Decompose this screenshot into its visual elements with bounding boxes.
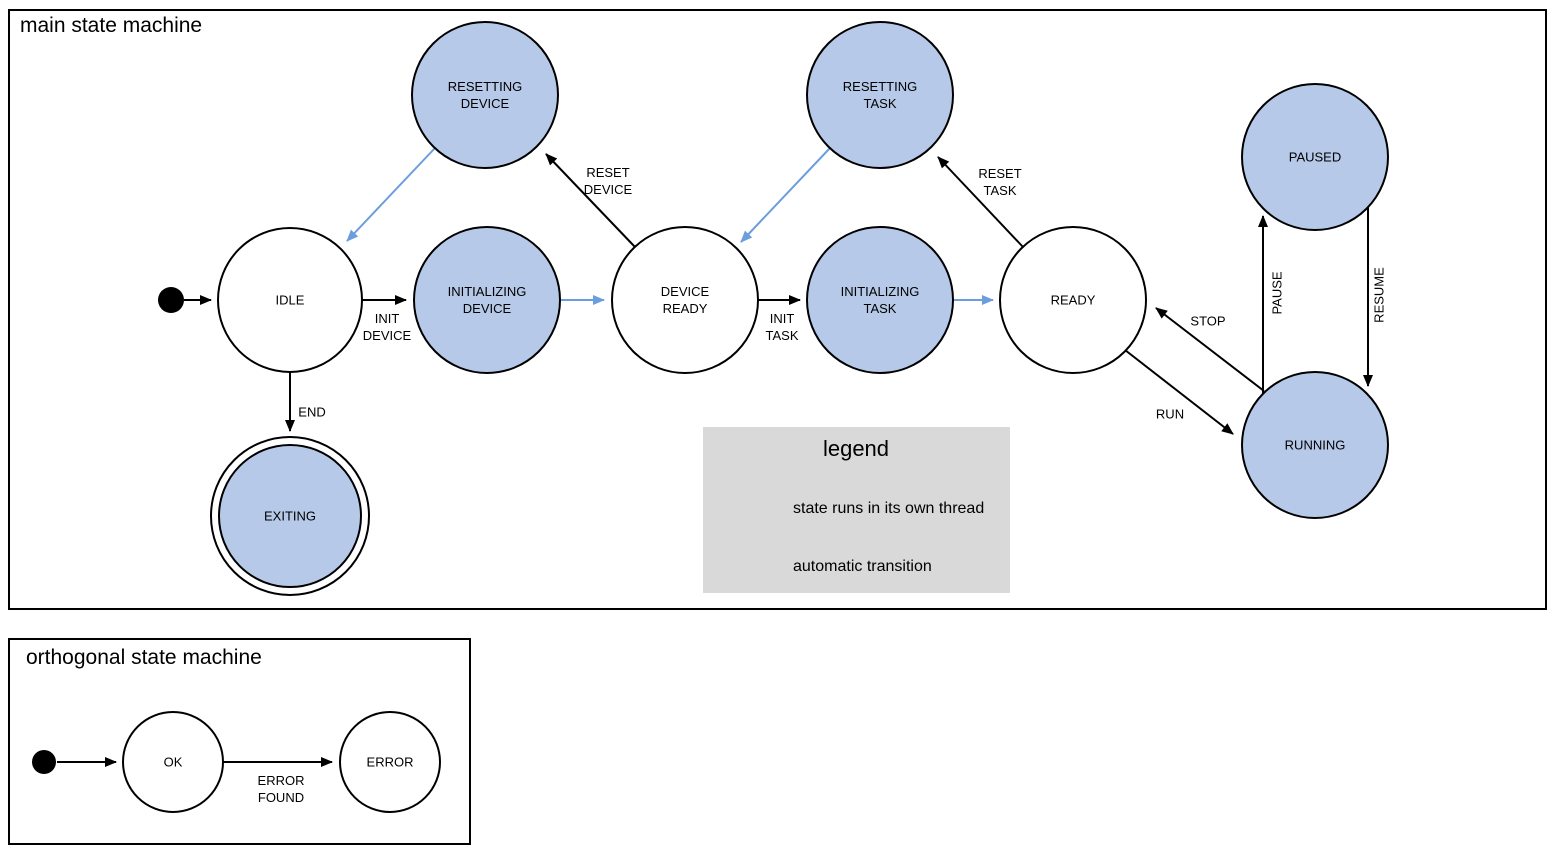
state-circle-ok [122,711,224,813]
state-circle-paused [1241,83,1389,231]
orthogonal-initial-state-dot [32,750,56,774]
state-circle-resetting-task [806,21,954,169]
legend-threaded-state-text: state runs in its own thread [793,500,985,517]
state-label-ok: OK [163,754,183,770]
transition-label-run: RUN [1155,406,1185,422]
legend-box [703,427,1010,593]
state-circle-error [339,711,441,813]
transition-label-stop: STOP [1190,313,1226,329]
state-circle-ready [999,226,1147,374]
state-label-initializing-device: INITIALIZING DEVICE [447,284,527,316]
state-circle-idle [217,227,363,373]
state-circle-resetting-device [411,21,559,169]
transition-running-ready [1155,307,1265,392]
transition-ready-running [1124,349,1234,435]
transition-resetting-device-idle [346,147,436,242]
initial-state-dot [158,287,184,313]
state-circle-exiting [218,444,362,588]
transition-label-resume: RESUME [1371,267,1387,323]
orthogonal-state-machine-title: orthogonal state machine [26,646,262,669]
state-label-running: RUNNING [1284,437,1346,453]
transition-label-error-found: ERROR FOUND [257,773,305,805]
state-circle-initializing-task [806,226,954,374]
orthogonal-state-machine-frame [8,638,471,845]
transition-label-reset-task: RESET TASK [978,166,1022,198]
state-label-device-ready: DEVICE READY [660,284,710,316]
transition-resetting-task-device-ready [740,147,831,243]
state-label-paused: PAUSED [1288,149,1342,165]
transition-ready-resetting-task [937,156,1024,248]
state-label-ready: READY [1050,292,1096,308]
legend-automatic-transition-text: automatic transition [793,558,932,575]
transition-device-ready-resetting-device [545,153,636,248]
legend-title: legend [822,436,890,461]
state-label-idle: IDLE [275,292,305,308]
state-circle-running [1241,371,1389,519]
transition-label-end: END [298,404,326,420]
transition-label-pause: PAUSE [1269,271,1285,315]
transition-label-init-task: INIT TASK [765,311,799,343]
state-label-initializing-task: INITIALIZING TASK [840,284,920,316]
main-state-machine-title: main state machine [20,14,203,37]
state-circle-initializing-device [413,226,561,374]
state-label-error: ERROR [366,754,414,770]
state-circle-device-ready [611,226,759,374]
transition-label-reset-device: RESET DEVICE [583,165,633,197]
state-label-resetting-device: RESETTING DEVICE [447,79,523,111]
state-label-resetting-task: RESETTING TASK [842,79,918,111]
state-label-exiting: EXITING [263,508,317,524]
transition-label-init-device: INIT DEVICE [362,311,412,343]
main-state-machine-frame [8,9,1547,610]
